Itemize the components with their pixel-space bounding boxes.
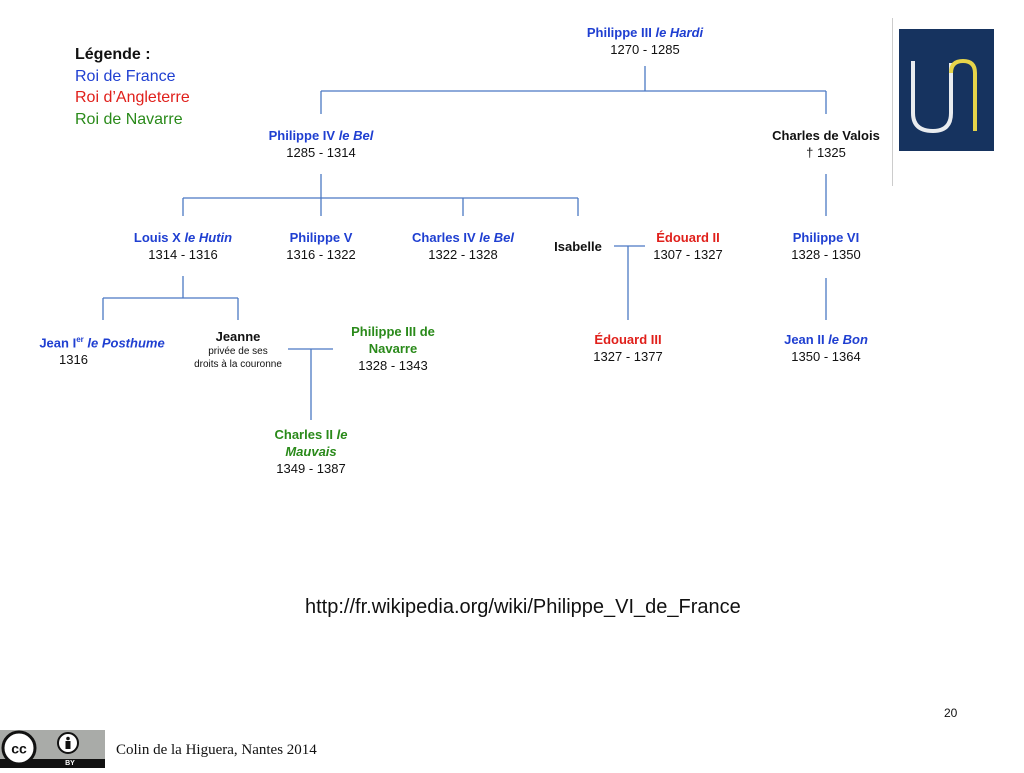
author-credit: Colin de la Higuera, Nantes 2014 — [116, 742, 317, 758]
node-philippe-iv: Philippe IV le Bel 1285 - 1314 — [241, 127, 401, 161]
node-name: Philippe IV le Bel — [268, 128, 374, 143]
node-charles-ii: Charles II le Mauvais 1349 - 1387 — [256, 426, 366, 477]
node-dates: 1314 - 1316 — [148, 247, 218, 262]
node-jean-i: Jean Ier le Posthume 1316 — [22, 331, 182, 368]
node-name: Édouard III — [594, 332, 662, 347]
node-dates: 1285 - 1314 — [286, 145, 356, 160]
node-name: Charles IV le Bel — [412, 230, 514, 245]
node-name: Mauvais — [285, 444, 337, 459]
node-louis-x: Louis X le Hutin 1314 - 1316 — [108, 229, 258, 263]
node-name: Jean Ier le Posthume — [39, 335, 165, 351]
node-charles-de-valois: Charles de Valois † 1325 — [756, 127, 896, 161]
node-dates: 1350 - 1364 — [791, 349, 861, 364]
node-name: Édouard II — [656, 230, 720, 245]
node-dates: 1316 - 1322 — [286, 247, 356, 262]
node-dates: 1307 - 1327 — [653, 247, 723, 262]
node-dates: † 1325 — [806, 145, 846, 160]
legend-item-navarre: Roi de Navarre — [75, 110, 183, 128]
legend-item-england: Roi d’Angleterre — [75, 89, 190, 106]
university-logo-icon — [911, 58, 977, 134]
cc-by-label: BY — [65, 760, 75, 767]
node-dates: 1327 - 1377 — [593, 349, 663, 364]
node-name: Philippe III de — [351, 324, 435, 339]
node-name: Charles II le — [274, 427, 348, 442]
page-number: 20 — [944, 706, 958, 720]
svg-text:cc: cc — [11, 741, 27, 757]
node-dates: 1270 - 1285 — [610, 42, 680, 57]
node-name: Philippe III le Hardi — [586, 25, 704, 40]
node-note: droits à la couronne — [194, 359, 282, 370]
node-dates: 1328 - 1343 — [358, 358, 428, 373]
node-name: Louis X le Hutin — [133, 230, 233, 245]
node-edouard-ii: Édouard II 1307 - 1327 — [638, 229, 738, 263]
node-isabelle: Isabelle — [543, 238, 613, 255]
legend-title: Légende : — [75, 46, 151, 63]
node-name: Philippe V — [289, 230, 353, 245]
node-dates: 1328 - 1350 — [791, 247, 861, 262]
logo-divider — [892, 18, 893, 186]
node-name: Jean II le Bon — [784, 332, 868, 347]
node-note: privée de ses — [208, 346, 268, 357]
node-charles-iv: Charles IV le Bel 1322 - 1328 — [393, 229, 533, 263]
node-name: Charles de Valois — [772, 128, 880, 143]
node-name: Navarre — [368, 341, 418, 356]
node-name: Philippe VI — [792, 230, 860, 245]
legend: Légende : Roi de France Roi d’Angleterre… — [75, 44, 190, 130]
node-dates: 1316 — [59, 352, 88, 368]
node-jean-ii: Jean II le Bon 1350 - 1364 — [766, 331, 886, 365]
node-jeanne: Jeanne privée de ses droits à la couronn… — [183, 328, 293, 371]
cc-by-icon: cc — [0, 730, 105, 768]
university-logo — [899, 29, 994, 151]
node-philippe-v: Philippe V 1316 - 1322 — [261, 229, 381, 263]
node-dates: 1322 - 1328 — [428, 247, 498, 262]
node-name: Jeanne — [215, 329, 261, 344]
node-edouard-iii: Édouard III 1327 - 1377 — [578, 331, 678, 365]
cc-license-badge: cc BY — [0, 730, 105, 768]
source-url: http://fr.wikipedia.org/wiki/Philippe_VI… — [305, 596, 741, 618]
legend-item-france: Roi de France — [75, 67, 176, 85]
node-philippe-iii: Philippe III le Hardi 1270 - 1285 — [565, 24, 725, 58]
node-philippe-iii-navarre: Philippe III de Navarre 1328 - 1343 — [333, 323, 453, 374]
node-philippe-vi: Philippe VI 1328 - 1350 — [771, 229, 881, 263]
node-name: Isabelle — [554, 239, 602, 254]
node-dates: 1349 - 1387 — [276, 461, 346, 476]
